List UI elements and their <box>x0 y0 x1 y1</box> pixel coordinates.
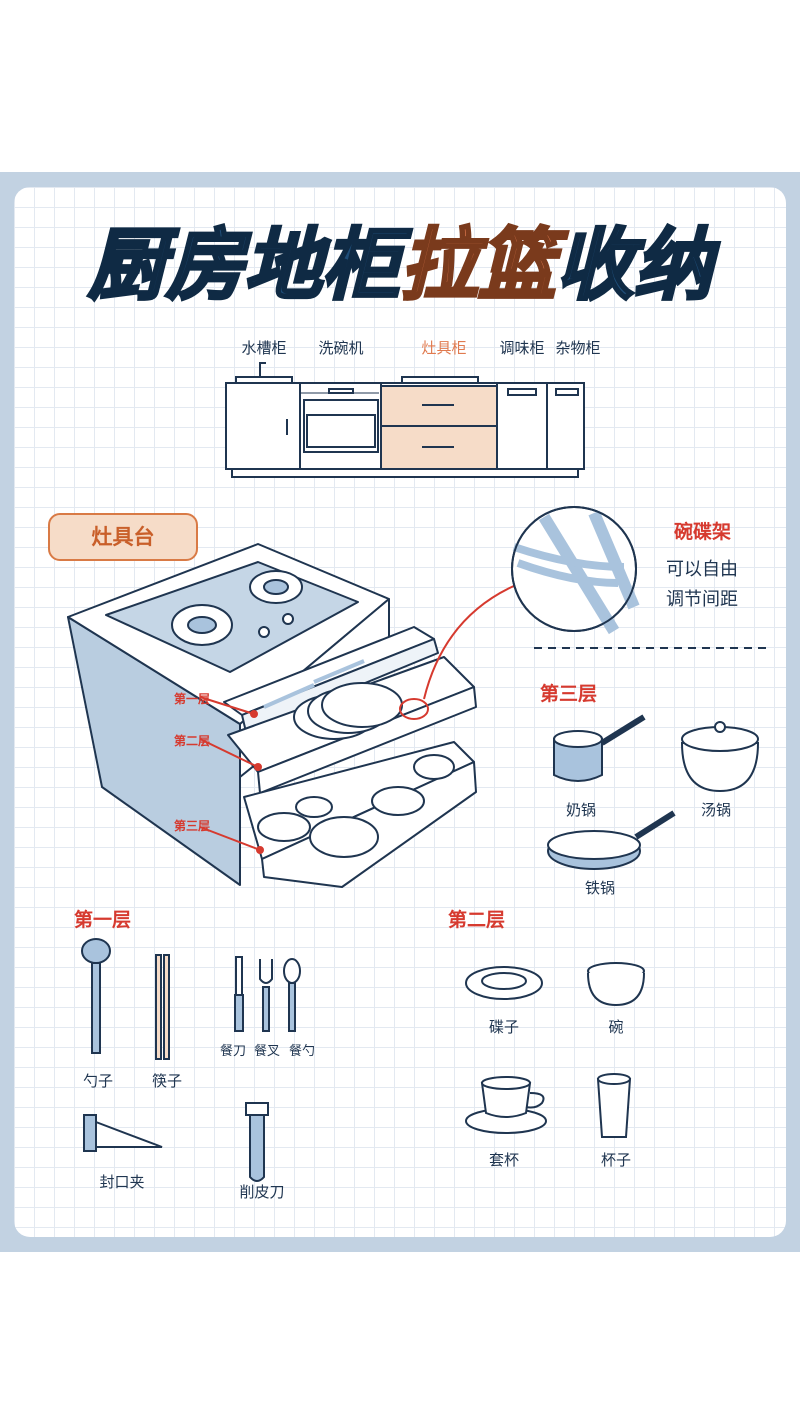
title-part-1: 厨房地柜 <box>88 221 412 311</box>
label-soup-pot: 汤锅 <box>700 801 732 819</box>
label-glass: 杯子 <box>600 1151 632 1169</box>
svg-text:厨房地柜拉篮收纳: 厨房地柜拉篮收纳 <box>88 221 720 311</box>
label-sink-cabinet: 水槽柜 <box>241 339 287 357</box>
first-layer-icons <box>81 938 301 1182</box>
label-fork: 餐叉 <box>253 1044 281 1059</box>
kitchen-cabinet-row <box>225 362 585 478</box>
label-knife: 餐刀 <box>219 1044 247 1059</box>
drawer-label-third: 第三层 <box>174 819 211 833</box>
label-iron-pan: 铁锅 <box>584 879 616 897</box>
label-spoon: 餐勺 <box>288 1044 316 1059</box>
label-cup-set: 套杯 <box>488 1151 520 1169</box>
drawer-label-first: 第一层 <box>174 692 211 706</box>
poster-card: 厨房地柜拉篮收纳 水槽柜 洗碗机 灶具柜 调味柜 杂物柜 <box>14 187 786 1237</box>
label-milk-pot: 奶锅 <box>565 801 597 819</box>
label-dishwasher: 洗碗机 <box>318 339 364 357</box>
stove-cabinet-illustration <box>67 506 766 888</box>
rack-note-line-1: 可以自由 <box>666 559 738 580</box>
label-plate: 碟子 <box>488 1018 520 1036</box>
rack-note-title: 碗碟架 <box>674 521 732 543</box>
label-stove-cabinet: 灶具柜 <box>421 339 467 357</box>
label-bowl: 碗 <box>608 1018 624 1036</box>
stove-table-badge: 灶具台 <box>48 513 198 561</box>
label-sundries-cabinet: 杂物柜 <box>555 339 601 357</box>
third-layer-icons <box>547 714 760 870</box>
label-seasoning-cabinet: 调味柜 <box>499 339 545 357</box>
title-part-2: 拉篮 <box>400 221 568 311</box>
poster-title: 厨房地柜拉篮收纳 <box>86 220 721 313</box>
label-chopsticks: 筷子 <box>151 1072 183 1090</box>
label-ladle: 勺子 <box>82 1072 114 1090</box>
title-part-3: 收纳 <box>556 221 720 311</box>
label-clip: 封口夹 <box>99 1173 145 1191</box>
label-peeler: 削皮刀 <box>239 1183 285 1201</box>
section-title-third-layer: 第三层 <box>540 683 598 705</box>
drawer-label-second: 第二层 <box>174 734 211 748</box>
rack-note-line-2: 调节间距 <box>666 589 738 610</box>
section-title-first-layer: 第一层 <box>74 909 132 931</box>
second-layer-icons <box>465 962 645 1138</box>
section-title-second-layer: 第二层 <box>448 909 506 931</box>
